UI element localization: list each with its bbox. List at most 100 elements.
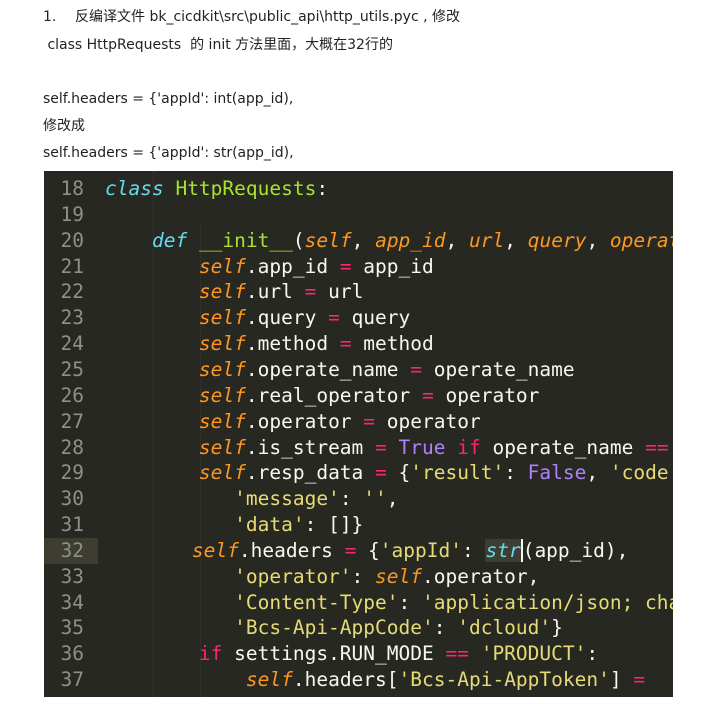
code-token: = bbox=[633, 668, 646, 692]
code-token: operator bbox=[433, 383, 540, 407]
code-token: method bbox=[351, 332, 434, 356]
code-token bbox=[105, 306, 199, 329]
code-token: = bbox=[410, 357, 423, 381]
code-token: 'operator' bbox=[234, 564, 352, 588]
code-token: 'code' bbox=[609, 461, 673, 485]
code-token: operator bbox=[375, 409, 481, 433]
code-token: : bbox=[339, 487, 364, 511]
code-token: = bbox=[375, 461, 387, 485]
code-token: .query bbox=[245, 306, 329, 330]
code-token: ] bbox=[609, 668, 634, 692]
line-number: 23 bbox=[60, 306, 84, 330]
code-token bbox=[105, 487, 234, 510]
code-line: 28 self.is_stream = True if operate_name… bbox=[44, 435, 673, 461]
code-token: .app_id bbox=[245, 254, 340, 278]
code-token: 'application/json; charset=utf-8' bbox=[422, 590, 673, 614]
code-token: self bbox=[191, 538, 239, 562]
code-token bbox=[105, 384, 199, 407]
code-token bbox=[387, 436, 399, 459]
code-token: url bbox=[469, 228, 505, 252]
code-token: = bbox=[328, 306, 340, 330]
code-line: 22 self.url = url bbox=[44, 279, 673, 305]
indent-guide bbox=[200, 223, 201, 697]
code-token: self bbox=[198, 461, 246, 485]
code-token: : bbox=[433, 616, 458, 640]
code-token bbox=[105, 410, 199, 433]
code-token: True bbox=[398, 435, 446, 459]
code-token: self bbox=[198, 306, 246, 330]
code-token: ( bbox=[292, 228, 305, 252]
code-token bbox=[105, 332, 199, 355]
code-token: .url bbox=[245, 280, 305, 304]
code-token: 'Bcs-Api-AppToken' bbox=[398, 668, 610, 692]
code-token bbox=[105, 668, 246, 691]
code-token: = bbox=[422, 383, 434, 407]
code-line: 24 self.method = method bbox=[44, 331, 673, 357]
step-number: 1. bbox=[43, 9, 57, 25]
code-token: .resp_data bbox=[245, 461, 376, 485]
code-token: : bbox=[398, 590, 422, 614]
code-token bbox=[105, 436, 199, 459]
code-token: 'result' bbox=[410, 461, 505, 485]
code-line: 37 self.headers['Bcs-Api-AppToken'] = bbox=[44, 667, 673, 693]
code-token: : bbox=[351, 564, 376, 588]
code-token: self bbox=[198, 435, 246, 459]
code-token: : []} bbox=[304, 513, 364, 537]
code-token: self bbox=[198, 409, 246, 433]
instruction-line-1: 1.反编译文件 bk_cicdkit\src\public_api\http_u… bbox=[43, 7, 460, 27]
line-number: 32 bbox=[44, 537, 98, 564]
line-number: 29 bbox=[60, 461, 84, 485]
code-token: = bbox=[344, 538, 357, 562]
code-token bbox=[164, 177, 176, 200]
code-token: == bbox=[645, 435, 669, 459]
code-token: settings.RUN_MODE bbox=[222, 642, 446, 666]
code-token: , bbox=[445, 228, 470, 252]
code-token: , bbox=[504, 228, 528, 252]
line-number: 22 bbox=[60, 280, 84, 304]
code-line: 31 'data': []} bbox=[44, 512, 673, 538]
code-line: 23 self.query = query bbox=[44, 305, 673, 331]
code-token: 'PRODUCT' bbox=[480, 642, 587, 666]
code-token bbox=[105, 642, 199, 665]
code-token: 'Content-Type' bbox=[234, 590, 399, 614]
code-line: 27 self.operator = operator bbox=[44, 409, 673, 435]
code-token: .method bbox=[245, 332, 340, 356]
code-token: query bbox=[339, 306, 411, 330]
code-token: self bbox=[198, 254, 246, 278]
line-number: 37 bbox=[60, 668, 84, 692]
code-token: (app_id), bbox=[522, 538, 629, 562]
code-token: 'data' bbox=[234, 513, 305, 537]
code-token: self bbox=[375, 564, 422, 588]
code-token: .headers bbox=[238, 538, 345, 562]
code-token bbox=[187, 229, 199, 252]
line-number: 28 bbox=[60, 435, 84, 459]
code-token: def bbox=[151, 228, 188, 252]
code-token: .headers[ bbox=[292, 668, 399, 692]
code-token: , bbox=[386, 487, 399, 511]
code-token bbox=[105, 591, 234, 614]
line-number: 27 bbox=[60, 409, 84, 433]
code-token: self bbox=[198, 332, 246, 356]
code-token bbox=[105, 616, 234, 639]
code-line: 20 def __init__(self, app_id, url, query… bbox=[44, 228, 673, 254]
line-number: 35 bbox=[60, 616, 84, 640]
code-line: 34 'Content-Type': 'application/json; ch… bbox=[44, 590, 673, 616]
line-number: 21 bbox=[60, 254, 84, 278]
code-token: str bbox=[485, 538, 523, 562]
code-line: 19 bbox=[44, 202, 673, 228]
code-token: { bbox=[386, 461, 411, 485]
code-line: 35 'Bcs-Api-AppCode': 'dcloud'} bbox=[44, 615, 673, 641]
code-token: self bbox=[198, 383, 246, 407]
code-token: = bbox=[375, 435, 387, 459]
line-number: 25 bbox=[60, 357, 84, 381]
code-token: = bbox=[339, 332, 352, 356]
line-number: 31 bbox=[60, 513, 84, 537]
code-token: = bbox=[339, 254, 352, 278]
code-token: , bbox=[586, 461, 610, 485]
code-token: : bbox=[316, 177, 329, 200]
line-number: 34 bbox=[60, 590, 84, 614]
code-token bbox=[105, 229, 152, 252]
code-token bbox=[105, 513, 234, 536]
instruction-line-2: class HttpRequests 的 init 方法里面，大概在32行的 bbox=[43, 37, 393, 53]
code-token: : bbox=[461, 538, 486, 562]
